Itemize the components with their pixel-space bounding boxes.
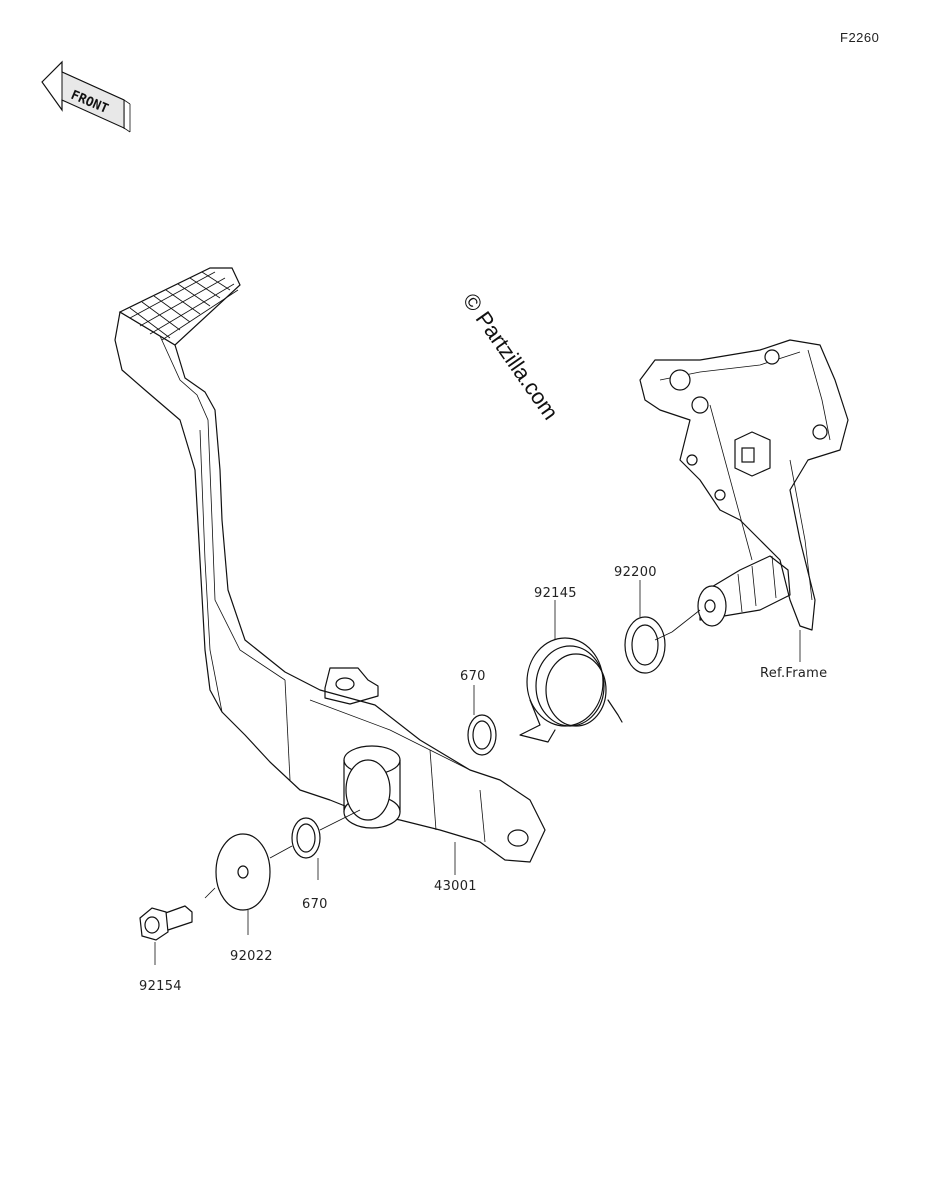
pedal-pad (118, 267, 241, 346)
part-number-43001[interactable]: 43001 (434, 879, 477, 894)
part-number-92145[interactable]: 92145 (534, 586, 577, 601)
brake-pedal-arm (114, 311, 546, 863)
frame-bracket (639, 339, 849, 631)
collar-670-lower (291, 817, 321, 859)
washer-92022 (215, 833, 271, 911)
washer-92200 (624, 616, 666, 674)
collar-670-upper (467, 714, 497, 756)
ref-frame-label: Ref.Frame (760, 666, 827, 681)
spring-92145 (519, 637, 623, 743)
part-number-670-lower[interactable]: 670 (302, 897, 328, 912)
front-arrow-icon: FRONT (41, 60, 131, 133)
part-number-92154[interactable]: 92154 (139, 979, 182, 994)
leader-lines (154, 404, 801, 965)
figure-code: F2260 (840, 30, 880, 45)
part-number-92200[interactable]: 92200 (614, 565, 657, 580)
bolt-92154 (139, 905, 193, 941)
part-number-92022[interactable]: 92022 (230, 949, 273, 964)
part-number-670-upper[interactable]: 670 (460, 669, 486, 684)
watermark: © Partzilla.com (458, 289, 564, 425)
